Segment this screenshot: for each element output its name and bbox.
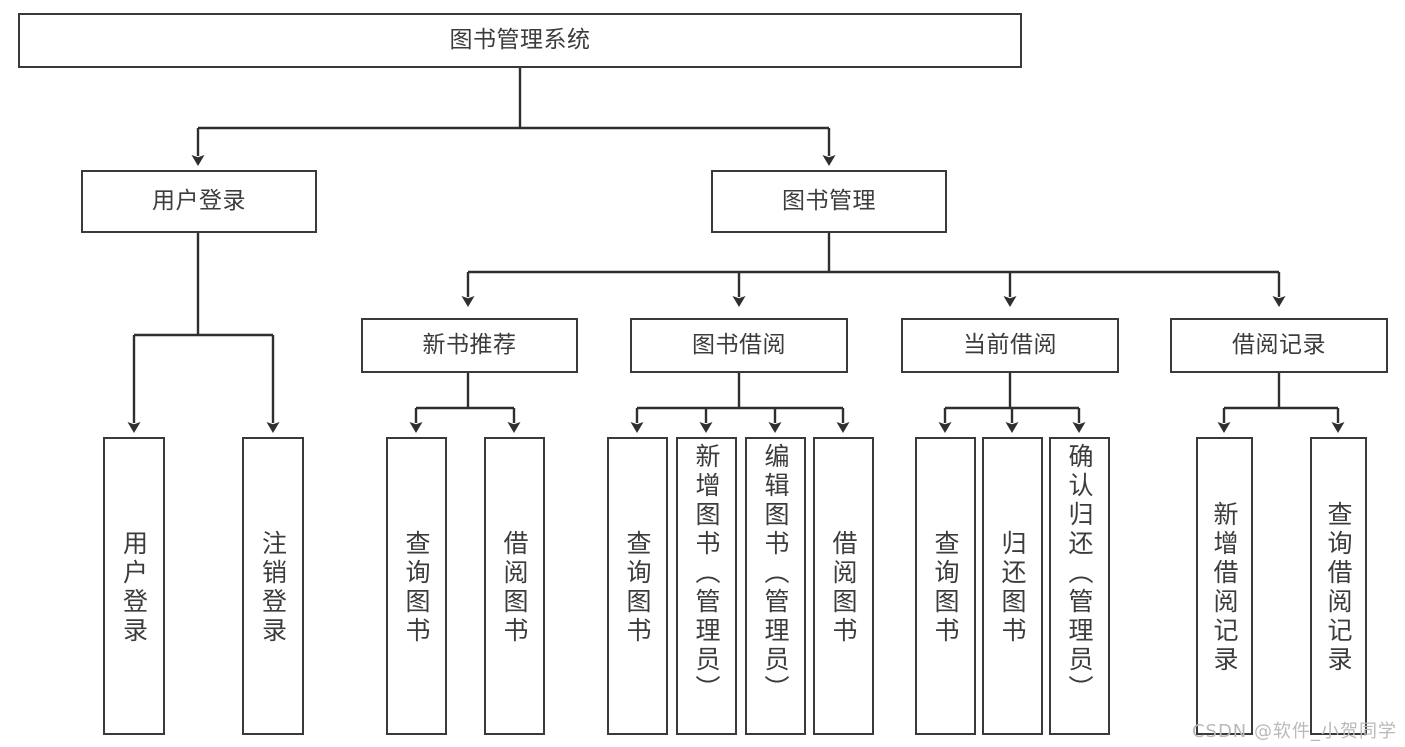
node-label: 用户登录 — [119, 530, 149, 646]
node-label: 新增借阅记录 — [1210, 501, 1239, 675]
node-label: 注销登录 — [258, 530, 288, 646]
leaf-new-book-query[interactable]: 查询图书 — [386, 437, 447, 735]
node-book-borrow[interactable]: 图书借阅 — [630, 318, 848, 373]
node-book-management[interactable]: 图书管理 — [711, 170, 947, 233]
node-new-book-recommend[interactable]: 新书推荐 — [361, 318, 578, 373]
node-label: 确认归还（管理员） — [1065, 443, 1094, 704]
leaf-borrow-record-query[interactable]: 查询借阅记录 — [1310, 437, 1367, 735]
node-root-system[interactable]: 图书管理系统 — [18, 13, 1022, 68]
node-label: 图书管理 — [782, 188, 876, 215]
node-user-login[interactable]: 用户登录 — [81, 170, 317, 233]
node-label: 查询借阅记录 — [1324, 501, 1353, 675]
node-label: 借阅图书 — [500, 530, 529, 646]
leaf-book-borrow-query[interactable]: 查询图书 — [607, 437, 668, 735]
leaf-user-login-login[interactable]: 用户登录 — [103, 437, 165, 735]
node-label: 借阅记录 — [1232, 332, 1326, 359]
leaf-new-book-borrow[interactable]: 借阅图书 — [484, 437, 545, 735]
node-label: 图书管理系统 — [449, 27, 591, 54]
leaf-current-borrow-confirm-return[interactable]: 确认归还（管理员） — [1049, 437, 1110, 735]
node-label: 查询图书 — [623, 530, 652, 646]
node-borrow-record[interactable]: 借阅记录 — [1170, 318, 1388, 373]
node-label: 查询图书 — [931, 530, 960, 646]
node-label: 借阅图书 — [829, 530, 858, 646]
node-label: 查询图书 — [402, 530, 431, 646]
leaf-user-login-logout[interactable]: 注销登录 — [242, 437, 304, 735]
node-label: 编辑图书（管理员） — [761, 443, 790, 704]
leaf-current-borrow-query[interactable]: 查询图书 — [915, 437, 976, 735]
node-label: 用户登录 — [152, 188, 246, 215]
leaf-borrow-record-add[interactable]: 新增借阅记录 — [1196, 437, 1253, 735]
node-current-borrow[interactable]: 当前借阅 — [901, 318, 1119, 373]
leaf-book-borrow-edit[interactable]: 编辑图书（管理员） — [745, 437, 806, 735]
node-label: 新增图书（管理员） — [692, 443, 721, 704]
watermark: CSDN @软件_小贺同学 — [1191, 721, 1397, 742]
leaf-current-borrow-return[interactable]: 归还图书 — [982, 437, 1043, 735]
leaf-book-borrow-add[interactable]: 新增图书（管理员） — [676, 437, 737, 735]
leaf-book-borrow-borrow[interactable]: 借阅图书 — [813, 437, 874, 735]
node-label: 归还图书 — [998, 530, 1027, 646]
node-label: 新书推荐 — [422, 332, 517, 359]
node-label: 当前借阅 — [963, 332, 1057, 359]
node-label: 图书借阅 — [692, 332, 786, 359]
